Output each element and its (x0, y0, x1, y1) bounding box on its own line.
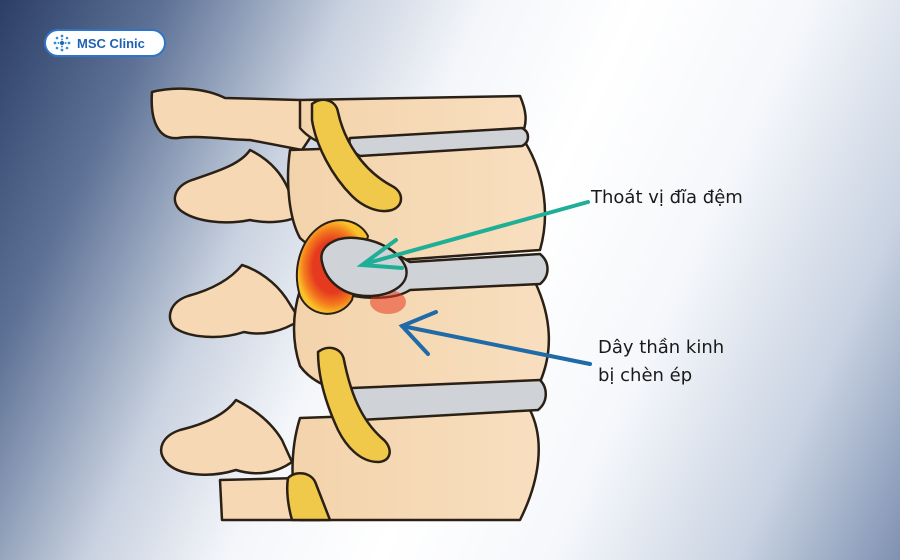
nerve-arrow-shaft (400, 324, 592, 366)
nerve-arrow (398, 310, 592, 366)
herniation-arrow (356, 200, 590, 270)
herniated-disc-label: Thoát vị đĩa đệm (591, 187, 743, 208)
nerve-arrow-head (398, 310, 438, 356)
nerve-root-bottom (285, 471, 332, 522)
vertebra-bottom (291, 408, 540, 522)
upper-process (150, 87, 324, 152)
brand-name: MSC Clinic (77, 35, 145, 51)
upper-mid-process (173, 148, 302, 224)
middle-process (168, 263, 302, 339)
nerve-root-upper (310, 98, 403, 213)
msc-clinic-logo-icon (53, 34, 71, 52)
nerve-root-lower (316, 346, 391, 464)
herniation-arrow-head (356, 238, 404, 270)
herniation-area (295, 219, 408, 315)
nerve-roots (285, 98, 403, 522)
compressed-nerve-label-line1: Dây thần kinh (598, 337, 725, 358)
brand-logo: MSC Clinic (44, 29, 166, 57)
lower-process (160, 398, 294, 476)
herniation-arrow-shaft (362, 200, 590, 266)
compressed-nerve-label-line2: bị chèn ép (598, 365, 693, 386)
